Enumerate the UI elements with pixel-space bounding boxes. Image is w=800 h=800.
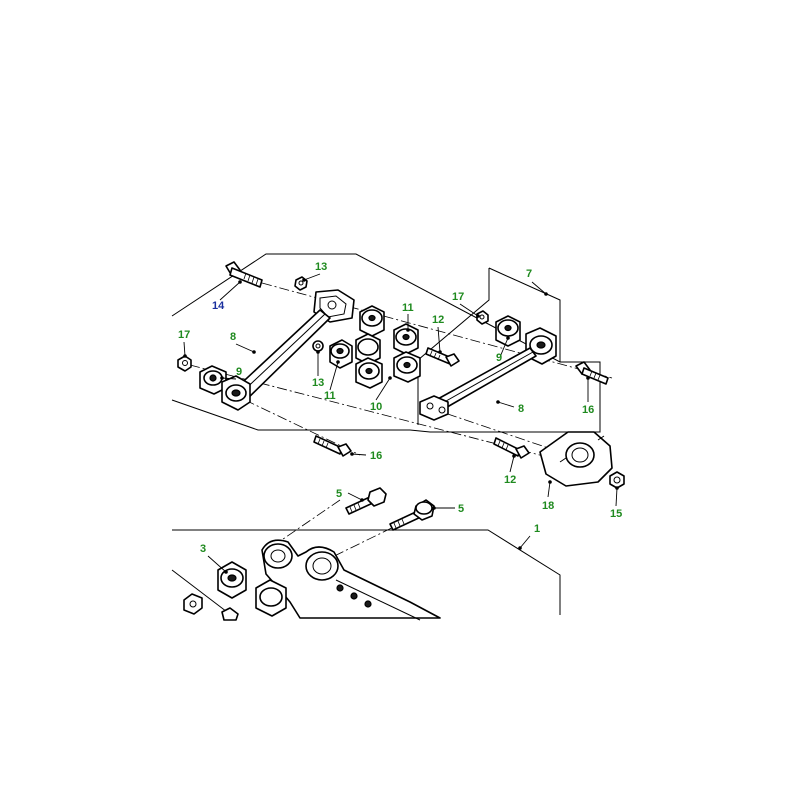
leader-dot [224, 570, 228, 574]
callout-17-left: 17 [178, 329, 190, 341]
leader-line [519, 535, 531, 549]
leader-dot [476, 314, 480, 318]
leader-line [235, 343, 255, 353]
callout-9-right: 9 [496, 352, 502, 364]
leader-dot [360, 498, 364, 502]
callout-labels: 1 3 5 5 7 8 8 9 9 10 11 11 12 12 13 13 1… [178, 261, 622, 555]
leader-dot [220, 376, 224, 380]
leader-dot [388, 376, 392, 380]
leader-dot [183, 354, 187, 358]
leader-line [509, 455, 515, 473]
callout-12-lower: 12 [504, 474, 516, 486]
leader-dot [432, 506, 436, 510]
leader-dot [586, 376, 590, 380]
callout-10: 10 [370, 401, 382, 413]
callout-17-right: 17 [452, 291, 464, 303]
callout-8-left: 8 [230, 331, 236, 343]
leader-line [531, 281, 547, 295]
part-12-bolt-upper [425, 347, 460, 367]
part-13-nut-lower [312, 340, 324, 352]
leader-line [497, 401, 515, 408]
leader-line [437, 326, 441, 353]
callout-13-upper: 13 [315, 261, 327, 273]
part-9-bush-right [495, 315, 521, 347]
leader-dot [544, 292, 548, 296]
lower-clip [221, 607, 239, 621]
leader-dot [548, 480, 552, 484]
leader-line [375, 377, 391, 401]
part-16-bolt-right [575, 361, 609, 385]
leader-line [219, 281, 241, 301]
callout-8-right: 8 [518, 403, 524, 415]
link-7-inner-outline [417, 268, 490, 425]
callout-7: 7 [526, 268, 532, 280]
leader-dot [615, 486, 619, 490]
upper-panel-outline [171, 253, 601, 433]
link-7-panel-outline [488, 267, 561, 362]
leader-line [221, 377, 237, 380]
part-10-bush-lower [355, 357, 383, 389]
part-14-long-bolt [225, 261, 263, 288]
leader-dot [336, 360, 340, 364]
part-16-bolt-lower [313, 435, 352, 457]
part-10-bush-upper [359, 305, 385, 337]
leader-dot [512, 454, 516, 458]
part-10-bush-middle [355, 333, 381, 365]
lower-panel-outline [172, 529, 561, 615]
part-18-mounting-plate [539, 431, 613, 487]
leader-line [547, 481, 551, 498]
part-3-bush-right [255, 579, 287, 617]
leader-dot [302, 278, 306, 282]
callout-9-left: 9 [236, 366, 242, 378]
part-5-bolt-left [345, 487, 387, 515]
leader-line [347, 492, 363, 501]
part-8-link-arm-right [419, 347, 537, 421]
leader-dot [506, 336, 510, 340]
part-10-bush-right [393, 351, 421, 383]
callout-15: 15 [610, 508, 622, 520]
lower-nut [183, 593, 203, 615]
leader-line [615, 487, 618, 507]
callout-13-lower: 13 [312, 377, 324, 389]
part-5-bolt-right [389, 499, 435, 531]
part-17-nut-left [177, 355, 192, 372]
part-3-bush-left [217, 561, 247, 599]
part-11-bush-centre-left [329, 339, 353, 369]
callout-11-right: 11 [402, 302, 414, 314]
leader-dot [438, 350, 442, 354]
callout-1: 1 [534, 523, 540, 535]
callout-18: 18 [542, 500, 554, 512]
leader-dot [252, 350, 256, 354]
leader-line [499, 337, 509, 358]
part-17-nut-right [476, 310, 489, 325]
part-12-bolt-lower [493, 437, 530, 459]
leader-line [207, 555, 227, 573]
callout-11-centre: 11 [324, 390, 336, 402]
callout-3: 3 [200, 543, 206, 555]
part-9-eye-left [221, 375, 251, 411]
callout-16-right: 16 [582, 404, 594, 416]
leader-line [183, 341, 186, 357]
part-11-bush-right [393, 323, 419, 355]
callout-16-lower: 16 [370, 450, 382, 462]
leader-dot [238, 280, 242, 284]
callout-12-upper: 12 [432, 314, 444, 326]
leader-lines [183, 273, 619, 574]
leader-dot [518, 546, 522, 550]
leader-line [459, 303, 479, 317]
part-15-nut [609, 471, 625, 489]
leader-dot [496, 400, 500, 404]
leader-dot [350, 452, 354, 456]
leader-line [351, 453, 367, 456]
leader-dot [316, 350, 320, 354]
leader-line [303, 273, 321, 281]
panel-outlines [171, 253, 601, 619]
callout-14: 14 [212, 300, 225, 312]
leader-line [329, 361, 339, 391]
leader-dot [406, 328, 410, 332]
callout-5-left: 5 [336, 488, 342, 500]
part-1-subframe [261, 539, 441, 621]
callout-5-right: 5 [458, 503, 464, 515]
